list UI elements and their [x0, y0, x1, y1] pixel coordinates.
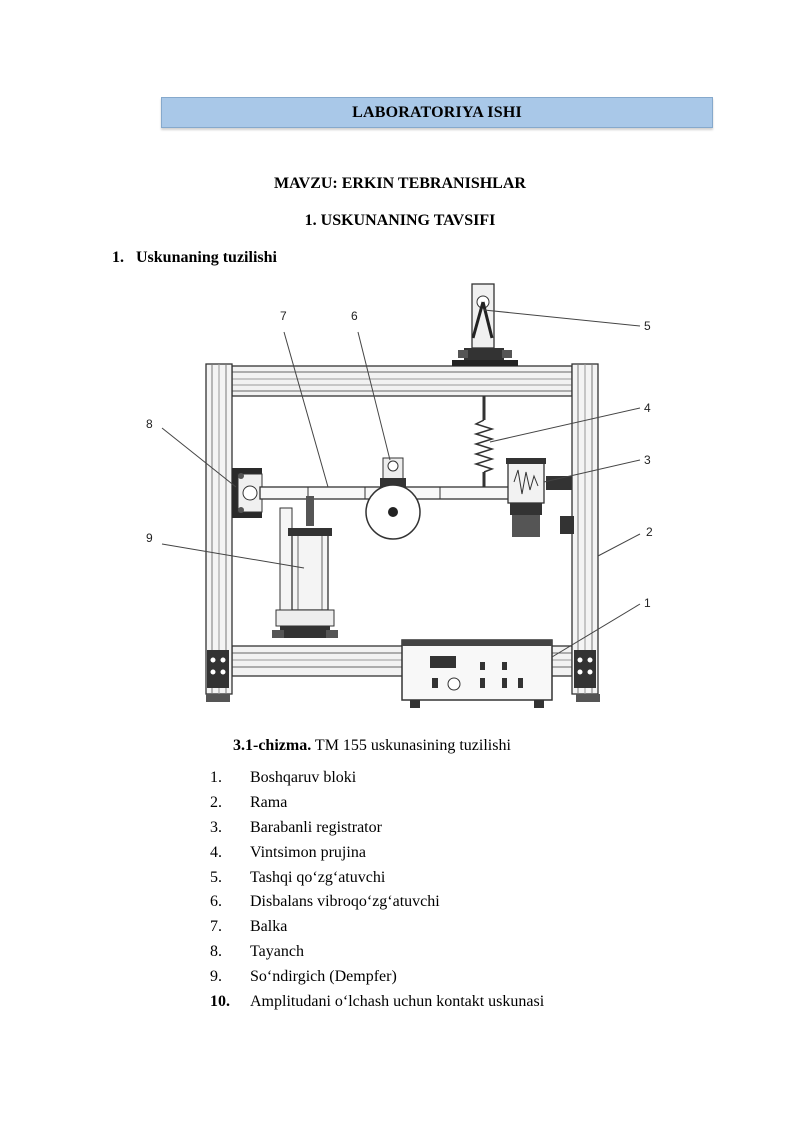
callout-1: 1: [644, 596, 651, 610]
callout-4: 4: [644, 401, 651, 415]
chapter-heading: 1. USKUNANING TAVSIFI: [304, 212, 496, 229]
drum-recorder: [507, 460, 545, 504]
parts-list: 1. Boshqaruv bloki 2. Rama 3. Barabanli reg…: [210, 766, 544, 1014]
list-item-text: Tayanch: [250, 942, 304, 960]
lab-title-banner: LABORATORIYA ISHI: [161, 97, 713, 128]
list-item-number: 5.: [210, 868, 222, 886]
control-unit-display: [430, 656, 456, 668]
list-item: 1. Boshqaruv bloki: [210, 766, 544, 791]
damper-rod: [279, 507, 293, 613]
list-item-number: 10.: [210, 992, 230, 1010]
list-item-number: 8.: [210, 942, 222, 960]
callout-6: 6: [351, 309, 358, 323]
callout-5: 5: [644, 319, 651, 333]
callout-8: 8: [146, 417, 153, 431]
damper-cylinder: [291, 533, 329, 611]
list-item-text: Vintsimon prujina: [250, 843, 366, 861]
list-item-number: 6.: [210, 893, 222, 911]
section-title: Uskunaning tuzilishi: [136, 249, 277, 266]
list-item-text: Amplitudani o‘lchash uchun kontakt uskun…: [250, 992, 545, 1010]
callout-2: 2: [646, 525, 653, 539]
list-item: 7. Balka: [210, 915, 544, 940]
list-item-number: 9.: [210, 967, 222, 985]
section-number: 1.: [112, 249, 124, 266]
list-item-text: Disbalans vibroqo‘zg‘atuvchi: [250, 893, 440, 911]
figure-caption-label: 3.1-chizma.: [233, 737, 312, 754]
callout-9: 9: [146, 531, 153, 545]
list-item-number: 7.: [210, 918, 222, 936]
list-item-text: Rama: [250, 794, 288, 812]
list-item: 2. Rama: [210, 791, 544, 816]
list-item: 6. Disbalans vibroqo‘zg‘atuvchi: [210, 890, 544, 915]
list-item-number: 1.: [210, 769, 222, 787]
list-item-text: Tashqi qo‘zg‘atuvchi: [250, 868, 386, 886]
section-heading: 1. Uskunaning tuzilishi: [112, 249, 277, 267]
control-knob-icon: [447, 677, 461, 691]
topic-heading: MAVZU: ERKIN TEBRANISHLAR: [274, 175, 526, 192]
figure-caption-text: TM 155 uskunasining tuzilishi: [311, 737, 511, 754]
list-item: 4. Vintsimon prujina: [210, 840, 544, 865]
list-item: 9. So‘ndirgich (Dempfer): [210, 964, 544, 989]
list-item-text: Barabanli registrator: [250, 818, 382, 836]
callout-3: 3: [644, 453, 651, 467]
external-exciter: [471, 283, 495, 349]
callout-7: 7: [280, 309, 287, 323]
tm155-apparatus-drawing: 7 6 5 4 3 2 1 8 9: [146, 283, 653, 708]
list-item-number: 3.: [210, 818, 222, 836]
lab-title: LABORATORIYA ISHI: [352, 103, 522, 121]
list-item-text: So‘ndirgich (Dempfer): [250, 967, 397, 985]
list-item: 10. Amplitudani o‘lchash uchun kontakt us…: [210, 989, 544, 1014]
list-item: 3. Barabanli registrator: [210, 816, 544, 841]
list-item: 8. Tayanch: [210, 940, 544, 965]
list-item-number: 4.: [210, 843, 222, 861]
list-item-text: Balka: [250, 918, 288, 936]
list-item-text: Boshqaruv bloki: [250, 769, 357, 787]
helical-spring: [473, 419, 495, 473]
list-item: 5. Tashqi qo‘zg‘atuvchi: [210, 865, 544, 890]
control-unit: [401, 639, 553, 701]
figure-caption: 3.1-chizma. TM 155 uskunasining tuzilish…: [233, 737, 511, 755]
list-item-number: 2.: [210, 794, 222, 812]
